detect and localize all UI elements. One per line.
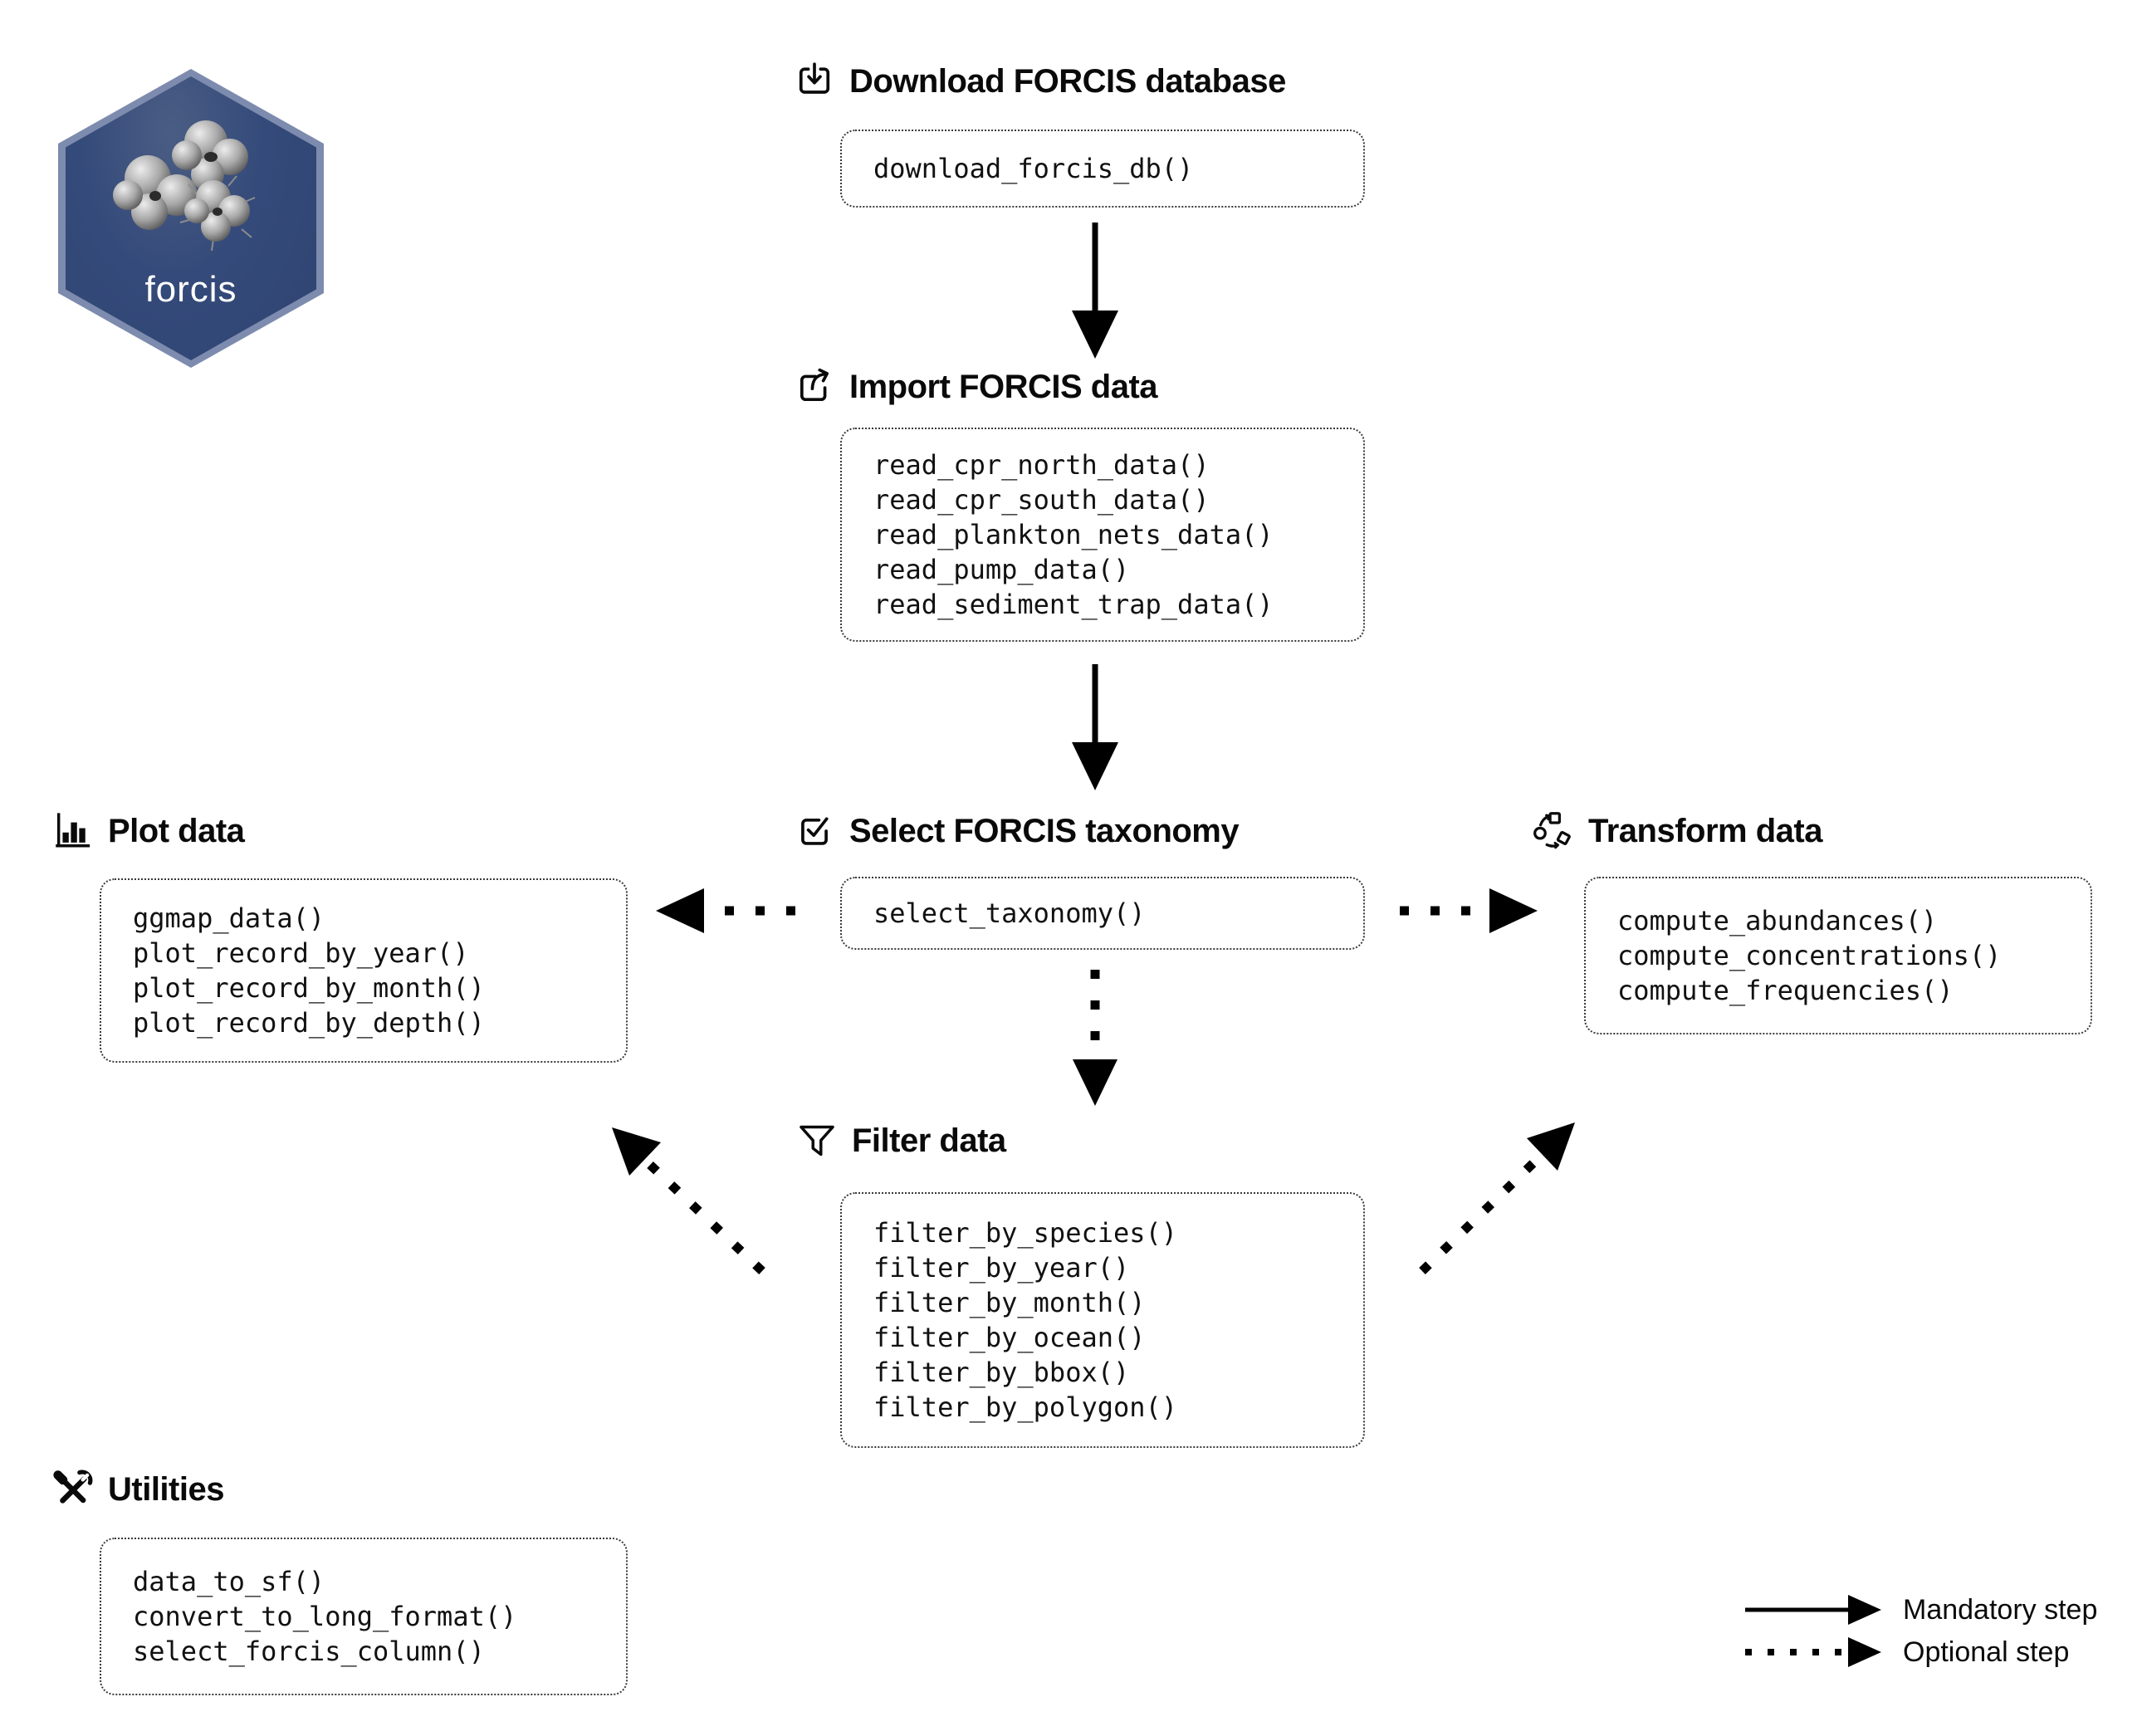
transform-function-box: compute_abundances() compute_concentratio… [1584, 877, 2092, 1034]
function-name: convert_to_long_format() [133, 1601, 517, 1632]
function-name: read_cpr_north_data() [873, 449, 1210, 481]
filter-function-box: filter_by_species()filter_by_year()filte… [840, 1192, 1365, 1448]
download-icon [799, 62, 830, 94]
function-name: read_plankton_nets_data() [873, 519, 1274, 550]
arrow-taxonomy-to-plot [656, 888, 795, 933]
logo-package-name: forcis [144, 269, 237, 310]
function-list: filter_by_species()filter_by_year()filte… [842, 1215, 1177, 1425]
function-name: filter_by_year() [873, 1252, 1130, 1284]
transform-section-header: Transform data [1532, 809, 1822, 853]
foram-bottom-right [179, 175, 256, 252]
taxonomy-function-box: select_taxonomy() [840, 877, 1365, 950]
legend-optional-label: Optional step [1903, 1636, 2070, 1668]
arrow-filter-to-plot [612, 1127, 765, 1274]
import-function-box: read_cpr_north_data()read_cpr_south_data… [840, 428, 1365, 642]
function-name: filter_by_month() [873, 1287, 1146, 1318]
legend-mandatory-row: Mandatory step [1743, 1593, 2097, 1626]
section-title: Import FORCIS data [849, 368, 1158, 405]
legend-optional-row: Optional step [1743, 1636, 2069, 1669]
tools-icon [53, 1469, 93, 1504]
arrow-import-to-taxonomy [1072, 664, 1118, 790]
filter-section-header: Filter data [795, 1119, 1006, 1162]
import-section-header: Import FORCIS data [793, 365, 1158, 408]
function-list: ggmap_data()plot_record_by_year()plot_re… [101, 901, 485, 1040]
function-name: plot_record_by_year() [133, 937, 469, 969]
utilities-section-header: Utilities [51, 1468, 224, 1511]
function-name: compute_abundances() [1617, 905, 1938, 936]
function-list: read_cpr_north_data()read_cpr_south_data… [842, 447, 1274, 622]
function-name: plot_record_by_depth() [133, 1007, 485, 1039]
download-section-header: Download FORCIS database [793, 60, 1286, 103]
checkbox-icon [801, 817, 829, 845]
function-list: data_to_sf() convert_to_long_format()sele… [101, 1564, 516, 1669]
mandatory-arrow-sample [1745, 1595, 1881, 1625]
function-name: select_forcis_column() [133, 1636, 485, 1667]
arrow-taxonomy-to-filter [1073, 970, 1117, 1106]
taxonomy-section-header: Select FORCIS taxonomy [793, 809, 1240, 853]
function-name: filter_by_species() [873, 1217, 1178, 1249]
foram-top-right [172, 120, 248, 191]
hex-logo-background: forcis https://frbcesab.github.io/forcis [66, 76, 316, 360]
function-name: data_to_sf() [133, 1566, 325, 1597]
shapes-cycle-icon [1533, 812, 1571, 849]
forcis-hex-logo: forcis https://frbcesab.github.io/forcis [58, 69, 324, 368]
section-title: Utilities [108, 1470, 224, 1508]
arrow-taxonomy-to-transform [1400, 888, 1538, 933]
function-name: read_pump_data() [873, 554, 1130, 585]
section-title: Select FORCIS taxonomy [849, 812, 1240, 849]
function-name: ggmap_data() [133, 902, 325, 934]
function-name: download_forcis_db() [873, 153, 1194, 184]
arrow-filter-to-transform [1419, 1122, 1575, 1274]
bar-chart-icon [56, 813, 90, 848]
function-list: download_forcis_db() [842, 151, 1193, 186]
function-name: filter_by_ocean() [873, 1322, 1146, 1353]
function-name: filter_by_polygon() [873, 1391, 1178, 1423]
section-title: Plot data [108, 812, 245, 849]
function-name: select_taxonomy() [873, 897, 1146, 929]
function-name: compute_concentrations() [1617, 940, 2002, 971]
foraminifera-illustration [113, 120, 256, 252]
section-title: Filter data [852, 1122, 1006, 1159]
legend-mandatory-label: Mandatory step [1903, 1593, 2098, 1626]
arrow-download-to-import [1072, 223, 1118, 359]
function-list: select_taxonomy() [842, 896, 1146, 931]
section-title: Download FORCIS database [849, 62, 1286, 100]
funnel-icon [800, 1125, 834, 1157]
plot-function-box: ggmap_data()plot_record_by_year()plot_re… [100, 878, 628, 1063]
function-name: compute_frequencies() [1617, 975, 1954, 1006]
optional-arrow-sample [1745, 1637, 1881, 1667]
export-icon [800, 368, 829, 402]
function-name: filter_by_bbox() [873, 1357, 1130, 1388]
function-name: read_cpr_south_data() [873, 484, 1210, 516]
function-list: compute_abundances() compute_concentratio… [1586, 903, 2001, 1008]
utilities-function-box: data_to_sf() convert_to_long_format()sele… [100, 1538, 628, 1695]
download-function-box: download_forcis_db() [840, 130, 1365, 208]
plot-section-header: Plot data [51, 809, 245, 853]
function-name: plot_record_by_month() [133, 972, 485, 1004]
function-name: read_sediment_trap_data() [873, 589, 1274, 620]
section-title: Transform data [1588, 812, 1822, 849]
